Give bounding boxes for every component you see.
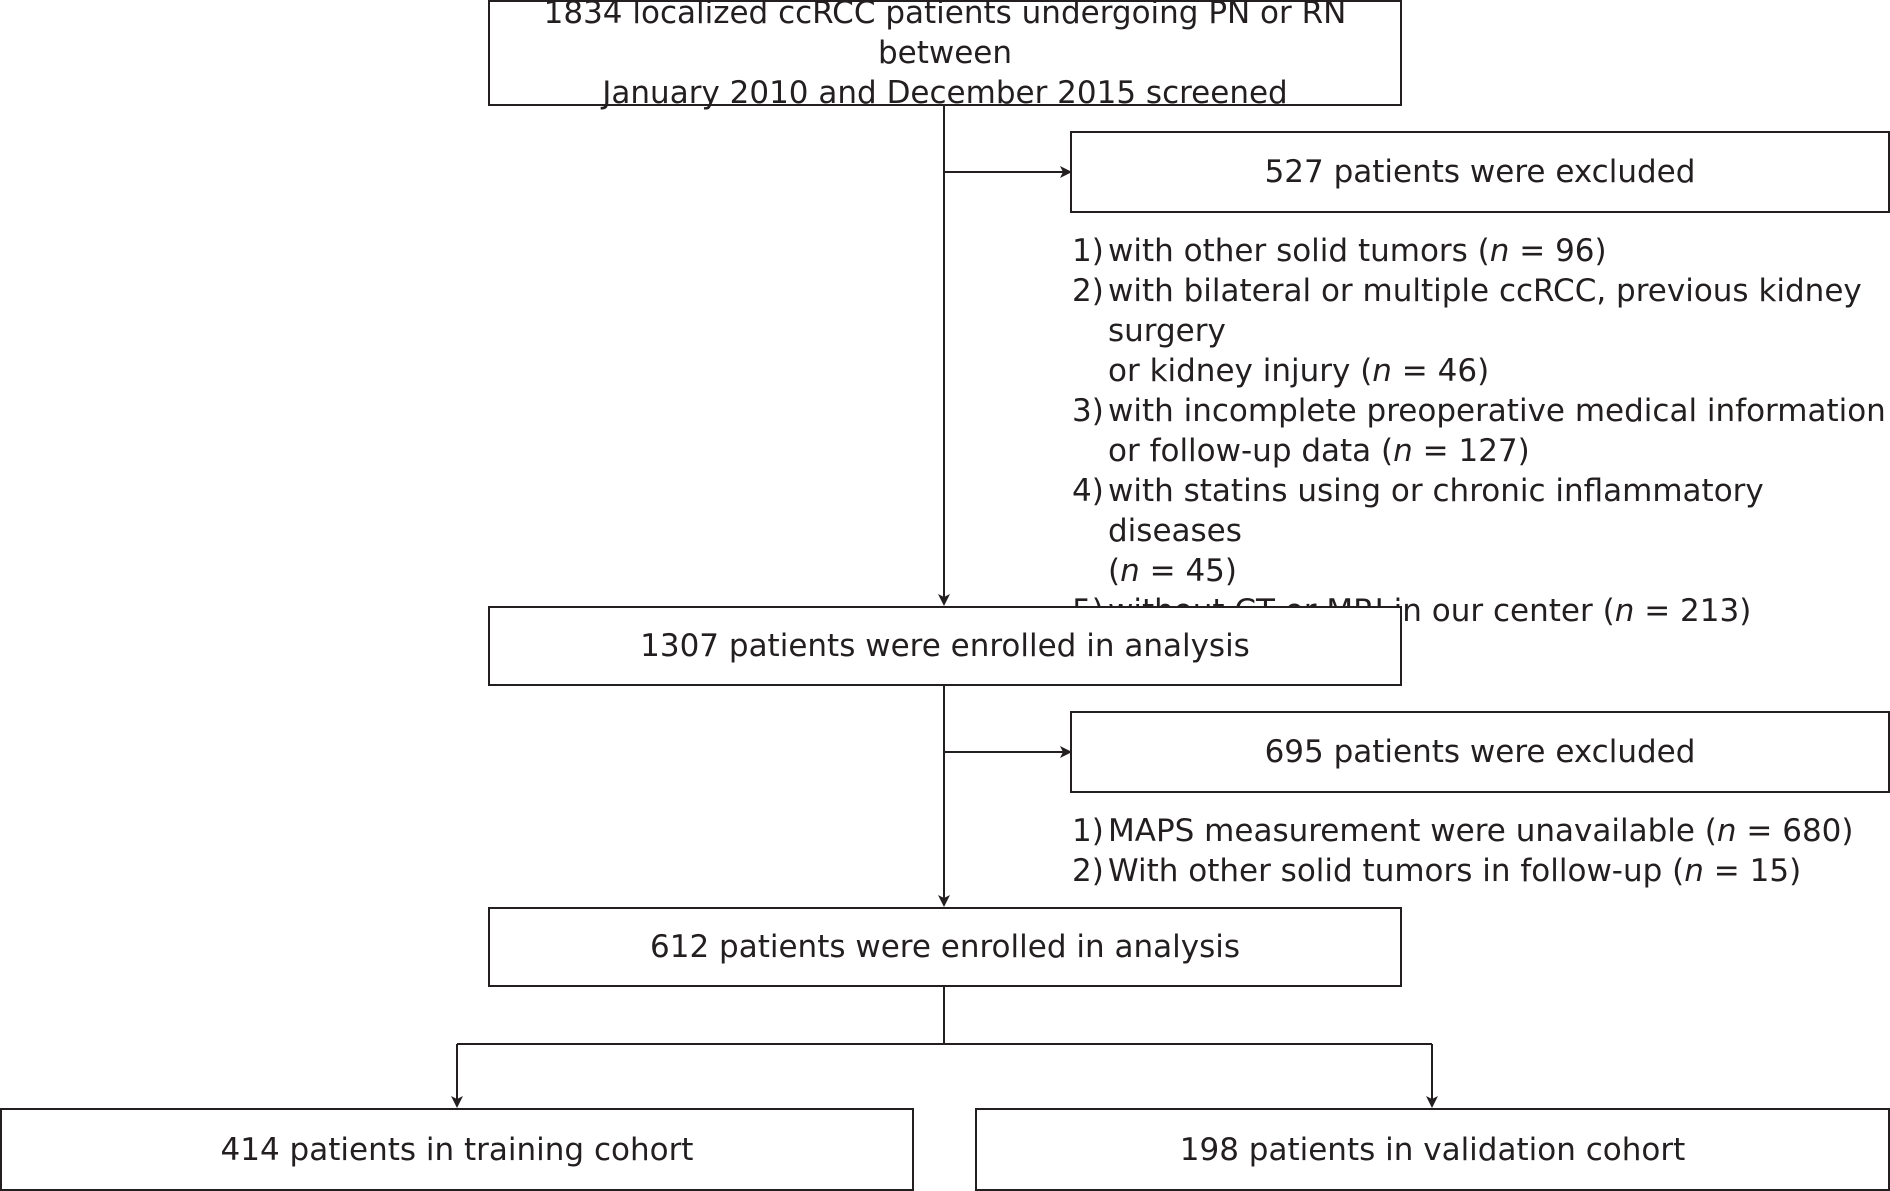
reason-text: with statins using or chronic inflammato… [1108, 473, 1764, 549]
reason-number: 2) [1072, 853, 1104, 889]
reason-count: = 127) [1412, 433, 1530, 469]
reason-text-line: with incomplete preoperative medical inf… [1108, 391, 1890, 431]
reason-number: 1) [1072, 233, 1104, 269]
reason-count: = 680) [1736, 813, 1854, 849]
validation-cohort-box: 198 patients in validation cohort [975, 1108, 1890, 1191]
reason-text: or follow-up data ( [1108, 433, 1394, 469]
reason-n-symbol: n [1372, 353, 1392, 389]
reason-text: with incomplete preoperative medical inf… [1108, 393, 1886, 429]
exclusion-2-box: 695 patients were excluded [1070, 711, 1890, 793]
reason-text: ( [1108, 553, 1121, 589]
reason-text: with bilateral or multiple ccRCC, previo… [1108, 273, 1862, 309]
screened-line-2: January 2010 and December 2015 screened [602, 75, 1288, 111]
reason-count: = 96) [1509, 233, 1607, 269]
reason-text-line: with other solid tumors (n = 96) [1108, 231, 1890, 271]
reason-number: 2) [1072, 273, 1104, 309]
reason-count: = 45) [1139, 553, 1237, 589]
exclusion-reason: 1)with other solid tumors (n = 96) [1072, 231, 1890, 271]
exclusion-reason: 4)with statins using or chronic inflamma… [1072, 471, 1890, 591]
reason-n-symbol: n [1716, 813, 1737, 849]
reason-count: = 15) [1703, 853, 1802, 889]
training-cohort-label: 414 patients in training cohort [220, 1131, 694, 1168]
enrolled-612-label: 612 patients were enrolled in analysis [650, 929, 1240, 965]
reason-text-line: with statins using or chronic inflammato… [1108, 471, 1890, 551]
screened-line-1: 1834 localized ccRCC patients undergoing… [543, 0, 1347, 71]
reason-number: 3) [1072, 393, 1104, 429]
exclusion-2-reasons: 1)MAPS measurement were unavailable (n =… [1072, 811, 1890, 891]
reason-text-line: MAPS measurement were unavailable (n = 6… [1108, 811, 1890, 851]
reason-text-line: With other solid tumors in follow-up (n … [1108, 851, 1890, 891]
reason-text-line: or kidney injury (n = 46) [1108, 351, 1890, 391]
reason-text: or kidney injury ( [1108, 353, 1373, 389]
reason-n-symbol: n [1684, 853, 1704, 889]
reason-number: 1) [1072, 813, 1104, 849]
reason-text-line: with bilateral or multiple ccRCC, previo… [1108, 271, 1890, 311]
exclusion-reason: 3)with incomplete preoperative medical i… [1072, 391, 1890, 471]
reason-number: 4) [1072, 473, 1104, 509]
reason-n-symbol: n [1393, 433, 1413, 469]
enrolled-1307-label: 1307 patients were enrolled in analysis [640, 628, 1250, 664]
reason-count: = 46) [1391, 353, 1490, 389]
reason-text: with other solid tumors ( [1108, 233, 1490, 269]
exclusion-1-box: 527 patients were excluded [1070, 131, 1890, 213]
training-cohort-box: 414 patients in training cohort [0, 1108, 914, 1191]
enrolled-612-box: 612 patients were enrolled in analysis [488, 907, 1402, 987]
exclusion-1-reasons: 1)with other solid tumors (n = 96)2)with… [1072, 231, 1890, 631]
reason-text-line: or follow-up data (n = 127) [1108, 431, 1890, 471]
reason-text-line: (n = 45) [1108, 551, 1890, 591]
reason-n-symbol: n [1614, 593, 1635, 629]
reason-text: surgery [1108, 313, 1226, 349]
validation-cohort-label: 198 patients in validation cohort [1179, 1131, 1686, 1168]
exclusion-reason: 1)MAPS measurement were unavailable (n =… [1072, 811, 1890, 851]
reason-text: MAPS measurement were unavailable ( [1108, 813, 1717, 849]
reason-count: = 213) [1634, 593, 1752, 629]
exclusion-reason: 2)With other solid tumors in follow-up (… [1072, 851, 1890, 891]
reason-text: With other solid tumors in follow-up ( [1108, 853, 1685, 889]
reason-text-line: surgery [1108, 311, 1890, 351]
reason-n-symbol: n [1489, 233, 1510, 269]
reason-n-symbol: n [1120, 553, 1140, 589]
exclusion-2-title: 695 patients were excluded [1264, 734, 1696, 770]
exclusion-reason: 2)with bilateral or multiple ccRCC, prev… [1072, 271, 1890, 391]
screened-box: 1834 localized ccRCC patients undergoing… [488, 0, 1402, 111]
exclusion-1-title: 527 patients were excluded [1264, 154, 1696, 190]
enrolled-1307-box: 1307 patients were enrolled in analysis [488, 606, 1402, 686]
